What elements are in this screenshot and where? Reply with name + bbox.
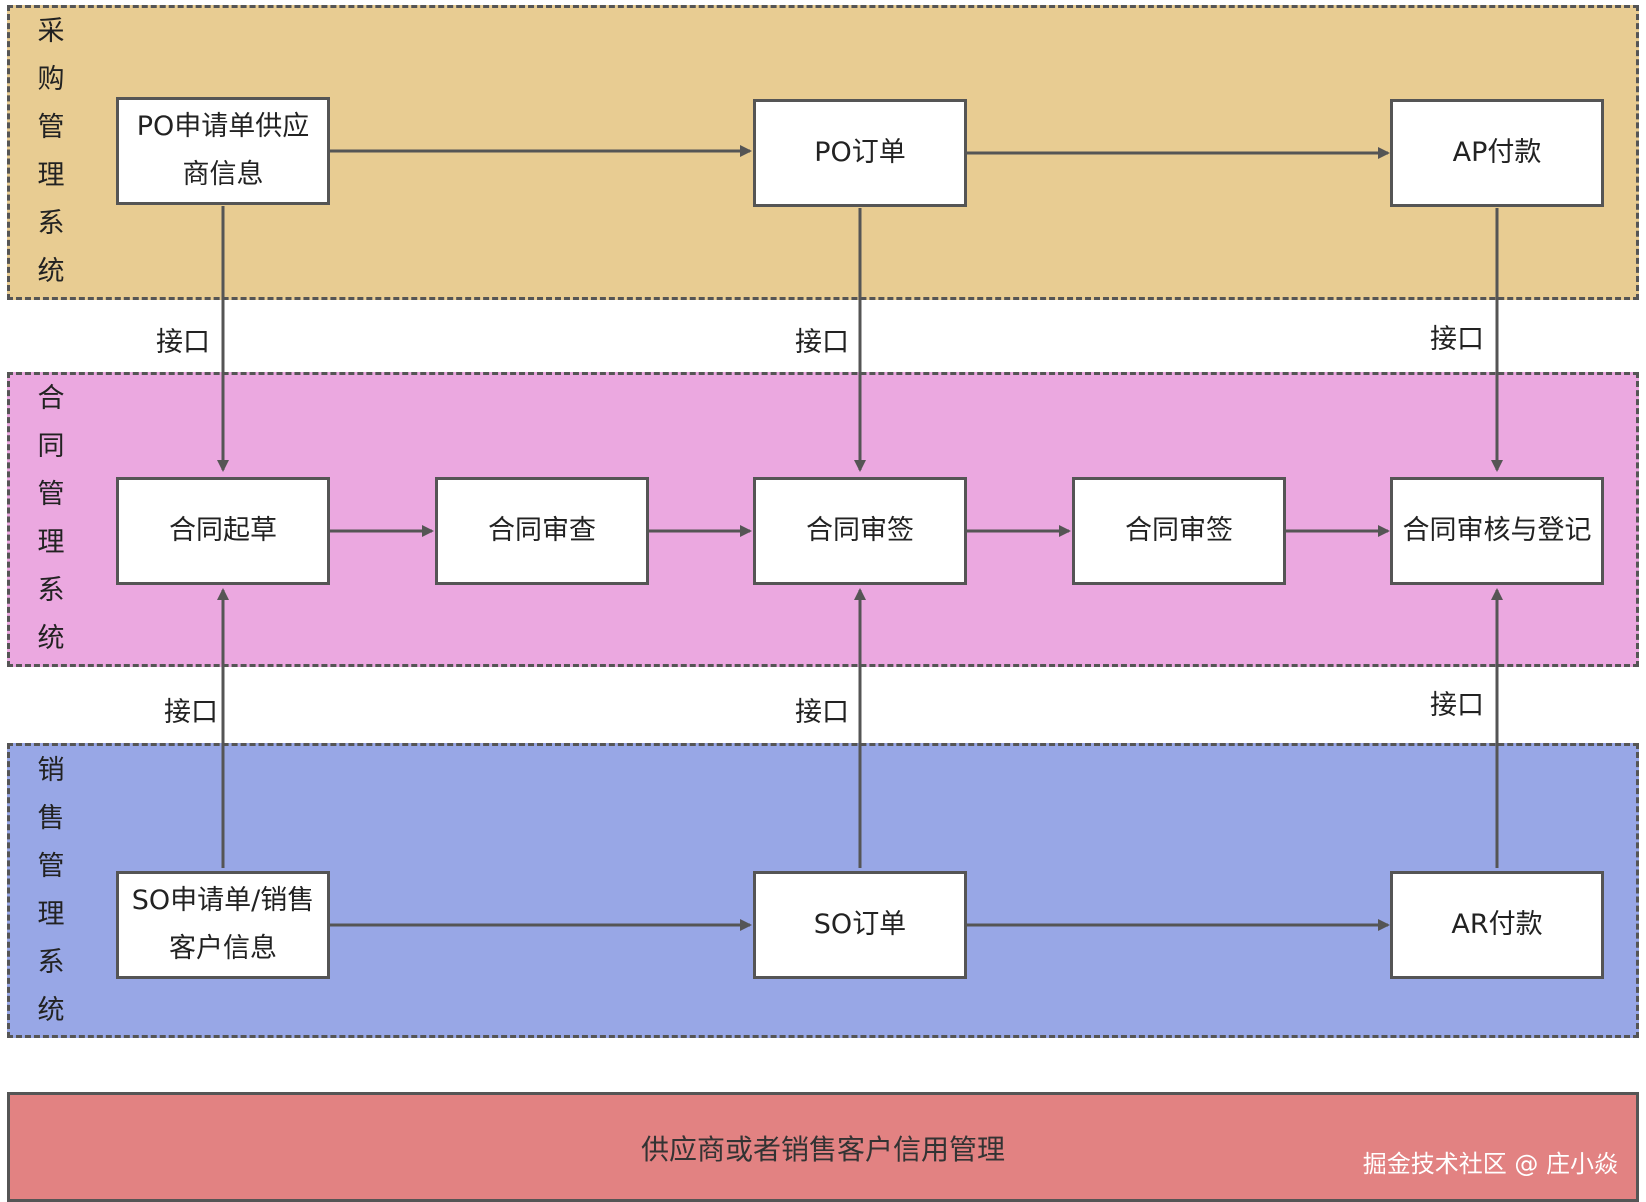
interface-label: 接口 bbox=[795, 697, 849, 728]
interface-label: 接口 bbox=[1430, 690, 1484, 721]
node-contract-draft: 合同起草 bbox=[116, 477, 330, 585]
interface-label: 接口 bbox=[156, 327, 210, 358]
contract-lane-label: 合 同 管 理 系 统 bbox=[37, 383, 65, 654]
node-contract-sign-2: 合同审签 bbox=[1072, 477, 1286, 585]
interface-label: 接口 bbox=[795, 327, 849, 358]
interface-label: 接口 bbox=[1430, 324, 1484, 355]
credit-management-bar bbox=[7, 1092, 1639, 1202]
node-ar-payment: AR付款 bbox=[1390, 871, 1604, 979]
interface-label: 接口 bbox=[164, 697, 218, 728]
purchase-lane-label: 采 购 管 理 系 统 bbox=[37, 16, 65, 287]
node-po-request: PO申请单供应商信息 bbox=[116, 97, 330, 205]
node-contract-review: 合同审查 bbox=[435, 477, 649, 585]
node-so-order: SO订单 bbox=[753, 871, 967, 979]
credit-management-label: 供应商或者销售客户信用管理 bbox=[640, 1133, 1005, 1166]
node-contract-audit-register: 合同审核与登记 bbox=[1390, 477, 1604, 585]
watermark: 掘金技术社区 @ 庄小焱 bbox=[1362, 1150, 1618, 1178]
node-po-order: PO订单 bbox=[753, 99, 967, 207]
node-contract-sign-1: 合同审签 bbox=[753, 477, 967, 585]
node-so-request: SO申请单/销售客户信息 bbox=[116, 871, 330, 979]
sales-lane-label: 销 售 管 理 系 统 bbox=[37, 755, 65, 1026]
node-ap-payment: AP付款 bbox=[1390, 99, 1604, 207]
